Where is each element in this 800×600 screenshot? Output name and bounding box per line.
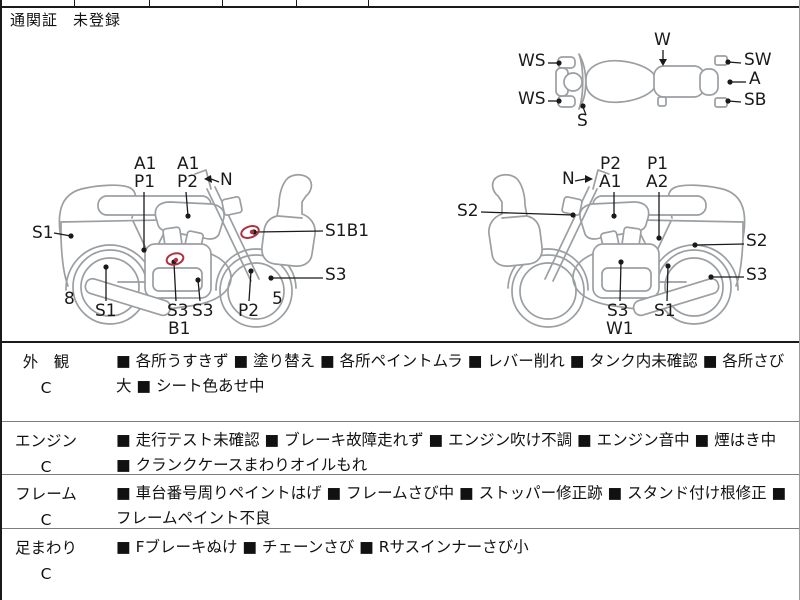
defect-marks — [165, 225, 260, 266]
cropped-header-row — [2, 0, 799, 8]
part-label-p2: P2 — [177, 172, 199, 192]
section-notes: ■ Fブレーキぬけ ■ チェーンさび ■ Rサスインナーさび小 — [116, 538, 529, 556]
grade-value: C — [40, 511, 52, 529]
part-label-sb: SB — [744, 90, 767, 110]
part-label-p1: P1 — [134, 172, 156, 192]
motorcycle-diagrams — [53, 50, 746, 328]
part-label-s2: S2 — [457, 201, 479, 221]
part-label-s1: S1 — [654, 301, 676, 321]
part-label-s3: S3 — [607, 301, 629, 321]
part-label-s3: S3 — [325, 265, 347, 285]
customs-row: 通関証 未登録 — [2, 9, 799, 31]
part-label-s2: S2 — [746, 231, 768, 251]
customs-status: 未登録 — [73, 11, 122, 29]
part-label-p1: P1 — [647, 154, 669, 174]
pointer-lines-left — [53, 175, 324, 302]
part-label-s3: S3 — [746, 265, 768, 285]
grade-value: C — [40, 458, 52, 476]
part-label-s1: S1 — [32, 223, 54, 243]
part-label-ws-upper: WS — [518, 51, 546, 71]
part-label-s3: S3 — [192, 301, 214, 321]
table-row-undercarriage: 足まわり C ■ Fブレーキぬけ ■ チェーンさび ■ Rサスインナーさび小 — [2, 529, 799, 600]
column-divider — [368, 0, 369, 6]
section-label: 足まわり — [14, 539, 77, 557]
grade-value: C — [40, 565, 52, 583]
wear-number-8: 8 — [64, 289, 75, 309]
wear-number-5: 5 — [272, 289, 283, 309]
part-label-s3: S3 — [167, 301, 189, 321]
section-label: フレーム — [15, 485, 77, 503]
section-notes: ■ 各所うすきず ■ 塗り替え ■ 各所ペイントムラ ■ レバー削れ ■ タンク… — [116, 352, 785, 395]
part-label-a2: A2 — [646, 172, 669, 192]
part-label-a1: A1 — [177, 154, 200, 174]
part-label-ws-lower: WS — [518, 89, 546, 109]
part-label-sw: SW — [744, 50, 772, 70]
part-label-n: N — [220, 170, 233, 190]
section-notes: ■ 走行テスト未確認 ■ ブレーキ故障走れず ■ エンジン吹け不調 ■ エンジン… — [116, 431, 777, 474]
grade-value: C — [40, 379, 52, 397]
table-row-engine: エンジン C ■ 走行テスト未確認 ■ ブレーキ故障走れず ■ エンジン吹け不調… — [2, 422, 799, 476]
part-label-p2: P2 — [600, 154, 622, 174]
column-divider — [222, 0, 223, 6]
part-label-w: W — [654, 30, 671, 50]
column-divider — [296, 0, 297, 6]
condition-table: 外 観 C ■ 各所うすきず ■ 塗り替え ■ 各所ペイントムラ ■ レバー削れ… — [2, 341, 799, 600]
top-view-bike — [555, 53, 728, 110]
customs-label: 通関証 — [10, 11, 59, 29]
pointer-lines-top-view — [548, 50, 746, 116]
part-label-b1: B1 — [168, 319, 191, 339]
part-label-a1: A1 — [599, 172, 622, 192]
part-label-n: N — [562, 169, 575, 189]
part-label-a: A — [749, 69, 761, 89]
section-label: エンジン — [14, 432, 77, 450]
part-label-s1b1: S1B1 — [325, 221, 370, 241]
section-notes: ■ 車台番号周りペイントはげ ■ フレームさび中 ■ ストッパー修正跡 ■ スタ… — [116, 484, 787, 527]
table-row-exterior: 外 観 C ■ 各所うすきず ■ 塗り替え ■ 各所ペイントムラ ■ レバー削れ… — [2, 343, 799, 422]
table-row-frame: フレーム C ■ 車台番号周りペイントはげ ■ フレームさび中 ■ ストッパー修… — [2, 475, 799, 529]
section-label: 外 観 — [22, 353, 70, 371]
part-label-w1: W1 — [606, 319, 634, 339]
column-divider — [149, 0, 150, 6]
part-label-p2: P2 — [238, 301, 260, 321]
part-label-s1: S1 — [95, 301, 117, 321]
column-divider — [74, 0, 75, 6]
part-label-a1: A1 — [134, 154, 157, 174]
part-label-s: S — [577, 111, 588, 131]
pointer-lines-right — [480, 175, 745, 302]
